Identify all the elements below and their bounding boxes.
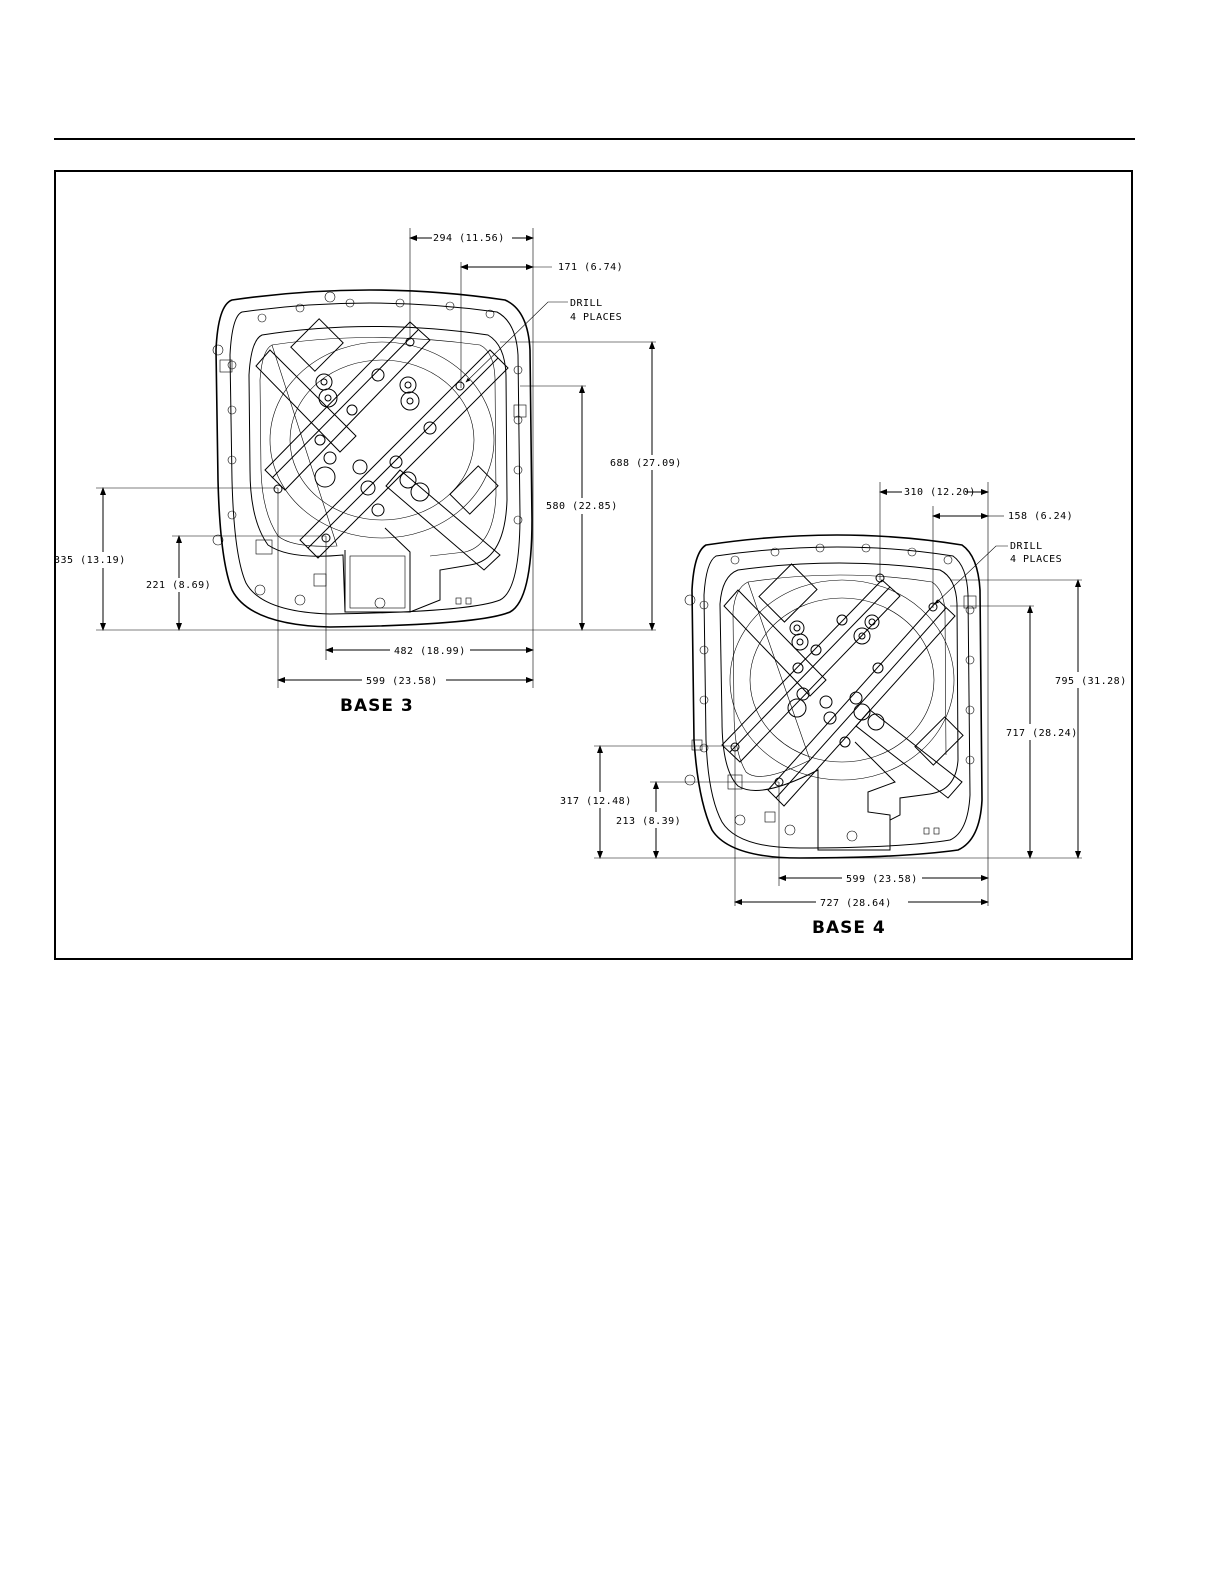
base3-dim-top-offset: 171 (6.74)	[558, 262, 623, 273]
base3-outline	[213, 290, 532, 627]
base3-dim-top-width: 294 (11.56)	[433, 233, 505, 244]
base4-outline	[685, 535, 982, 858]
base4-drill-note-line2: 4 PLACES	[1010, 554, 1062, 565]
base3-title: BASE 3	[340, 696, 414, 716]
base3-dim-left-overall: 335 (13.19)	[54, 555, 126, 566]
base4-dim-bottom-inner: 599 (23.58)	[846, 874, 918, 885]
base3-dim-bottom-overall: 599 (23.58)	[366, 676, 438, 687]
base4-drill-note-line1: DRILL	[1010, 541, 1043, 552]
base3-dim-right-inner: 580 (22.85)	[546, 501, 618, 512]
base4-title: BASE 4	[812, 918, 886, 938]
base4-dim-top-offset: 158 (6.24)	[1008, 511, 1073, 522]
base3-drill-note-line2: 4 PLACES	[570, 312, 622, 323]
base4-dim-left-overall: 317 (12.48)	[560, 796, 632, 807]
base3-dim-bottom-inner: 482 (18.99)	[394, 646, 466, 657]
base3-dim-right-overall: 688 (27.09)	[610, 458, 682, 469]
base3-dim-left-inner: 221 (8.69)	[146, 580, 211, 591]
base4-dim-right-overall: 795 (31.28)	[1055, 676, 1127, 687]
base4-dim-bottom-overall: 727 (28.64)	[820, 898, 892, 909]
base4-dim-left-inner: 213 (8.39)	[616, 816, 681, 827]
base3-drill-note-line1: DRILL	[570, 298, 603, 309]
base4-dim-top-width: 310 (12.20)	[904, 487, 976, 498]
base4-dim-right-inner: 717 (28.24)	[1006, 728, 1078, 739]
base3-dimensions	[96, 228, 656, 688]
base4-dimensions	[594, 482, 1082, 906]
